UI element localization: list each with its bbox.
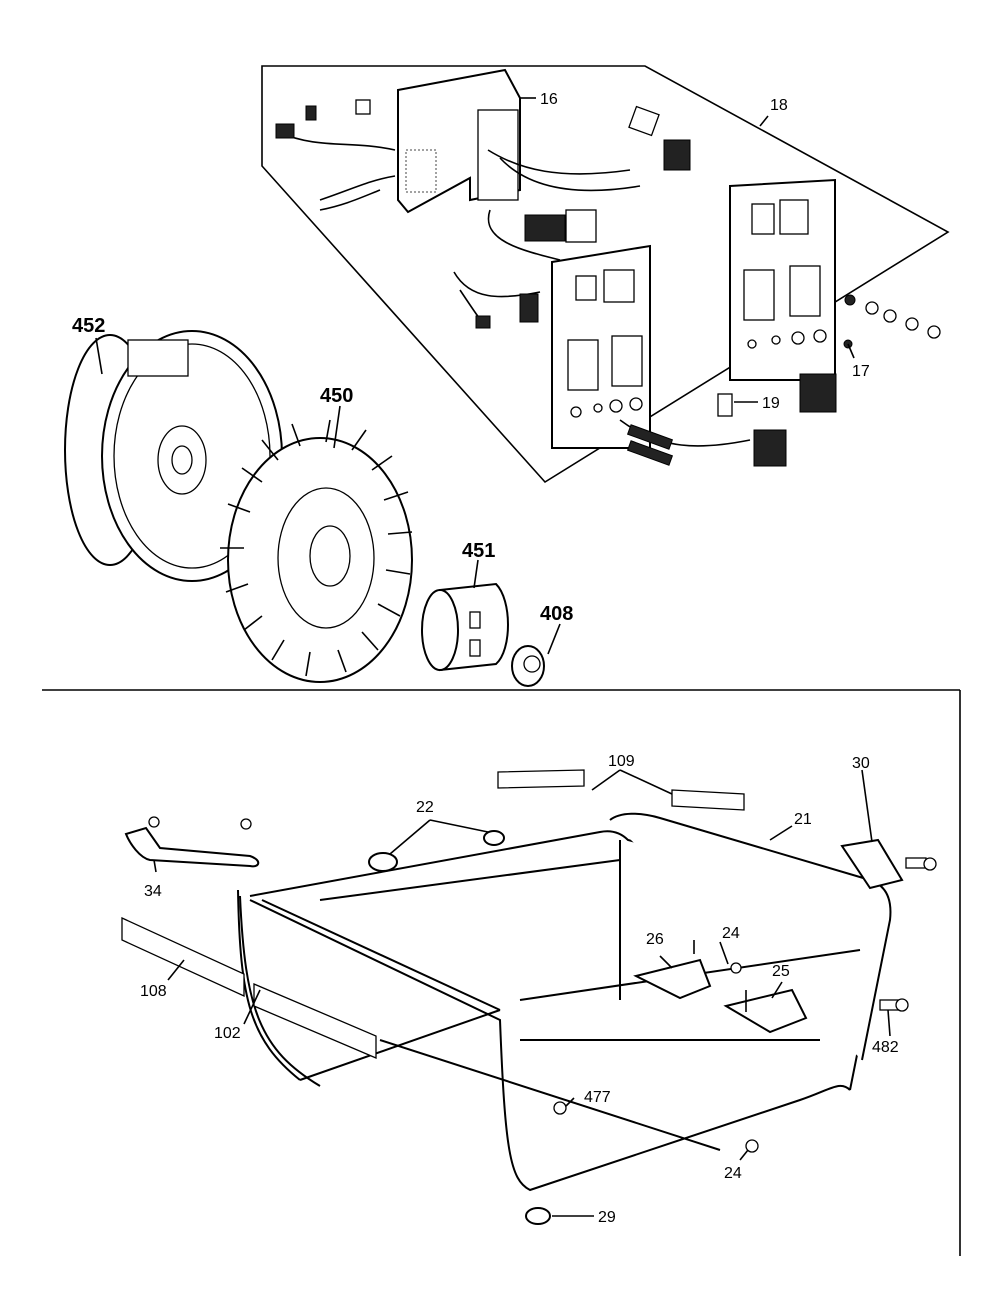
control-panel-assembly: [261, 65, 950, 484]
callout-451: 451: [462, 540, 495, 562]
support-bracket: [124, 816, 260, 868]
decal-strips: [121, 769, 745, 1059]
rubber-bumpers: [368, 830, 505, 872]
front-panel-plate: [551, 244, 651, 449]
callout-24-lower: 24: [724, 1165, 742, 1182]
callout-21: 21: [794, 811, 812, 828]
callout-477: 477: [584, 1089, 611, 1106]
engine-mounts: [633, 940, 808, 1034]
hardware-row: [843, 294, 941, 349]
callout-109: 109: [608, 753, 635, 770]
flange-nut: [511, 645, 545, 687]
callout-482: 482: [872, 1039, 899, 1056]
callout-26: 26: [646, 931, 664, 948]
callout-108: 108: [140, 983, 167, 1000]
callout-22: 22: [416, 799, 434, 816]
callout-labels: 16 18 17 19 452 450 451 408 109 30 22 21…: [72, 91, 899, 1226]
callout-452: 452: [72, 315, 105, 337]
wiring-harness-center: [487, 105, 691, 261]
tubular-frame: [237, 812, 892, 1192]
frame-bolt: [879, 998, 909, 1012]
callout-24-upper: 24: [722, 925, 740, 942]
callout-450: 450: [320, 385, 353, 407]
cooling-fan: [220, 419, 413, 683]
rubber-foot: [525, 1207, 551, 1225]
frame-group: [121, 769, 937, 1225]
lower-nut: [745, 1139, 759, 1153]
callout-16: 16: [540, 91, 558, 108]
callout-29: 29: [598, 1209, 616, 1226]
callout-18: 18: [770, 97, 788, 114]
callout-34: 34: [144, 883, 162, 900]
alternator-group: [64, 330, 545, 687]
callout-17: 17: [852, 363, 870, 380]
frame-nut: [553, 1101, 567, 1115]
leader-lines: [95, 97, 891, 1217]
callout-19: 19: [762, 395, 780, 412]
wiring-harness-left: [275, 99, 396, 211]
wiring-harness-lower: [453, 271, 541, 329]
callout-102: 102: [214, 1025, 241, 1042]
panel-housing: [397, 68, 521, 214]
callout-25: 25: [772, 963, 790, 980]
switches-and-outlets: [619, 373, 837, 467]
callout-30: 30: [852, 755, 870, 772]
alternator-housing: [64, 330, 283, 582]
callout-408: 408: [540, 603, 573, 625]
rear-panel-plate: [729, 178, 836, 381]
rotor-sleeve: [421, 582, 509, 672]
angle-bracket: [840, 838, 937, 890]
